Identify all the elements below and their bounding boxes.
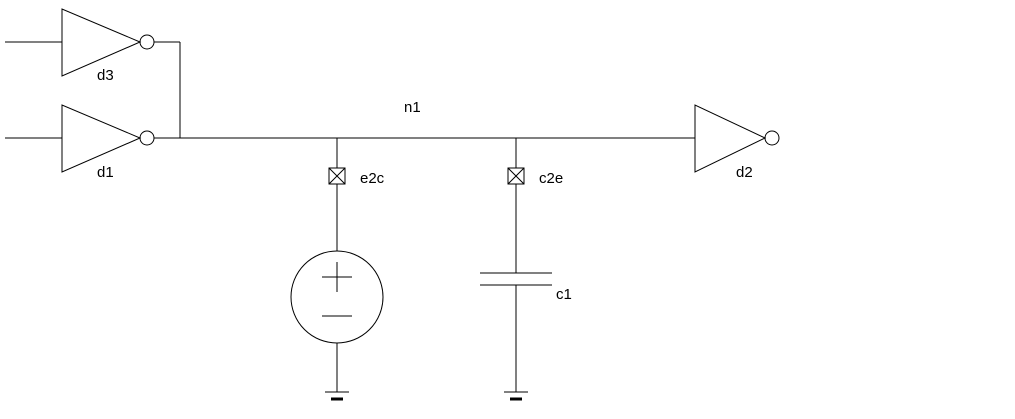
ground-icon — [504, 391, 528, 401]
inverter-triangle-icon — [61, 8, 142, 77]
capacitor-c1 — [480, 272, 552, 392]
crossed-box-diagonal — [507, 167, 525, 185]
inverter-d3 — [5, 8, 180, 77]
labels: d3 d1 n1 e2c c2e c1 d2 — [97, 67, 753, 303]
coupling-box-c2e — [507, 138, 525, 273]
inverter-d1 — [5, 104, 155, 173]
crossed-box-diagonal — [328, 167, 346, 185]
inverter-d2 — [694, 104, 780, 173]
label-d2: d2 — [736, 164, 753, 181]
label-d3: d3 — [97, 67, 114, 84]
inverter-bubble-icon — [139, 130, 155, 146]
inverter-bubble-icon — [139, 34, 155, 50]
ground-icon — [325, 391, 349, 401]
label-c2e: c2e — [539, 170, 563, 187]
voltage-source-v1 — [290, 250, 384, 392]
label-e2c: e2c — [360, 170, 385, 187]
inverter-bubble-icon — [764, 130, 780, 146]
label-c1: c1 — [556, 286, 572, 303]
label-n1: n1 — [404, 99, 421, 116]
inverter-triangle-icon — [61, 104, 142, 173]
inverter-triangle-icon — [694, 104, 767, 173]
coupling-box-e2c — [328, 138, 346, 251]
label-d1: d1 — [97, 164, 114, 181]
